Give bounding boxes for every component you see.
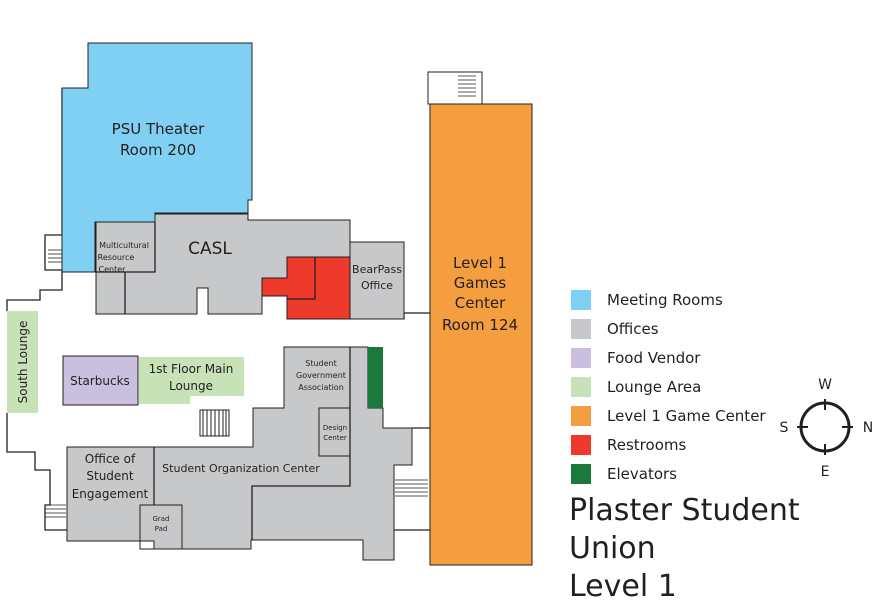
legend-item: Food Vendor	[571, 343, 766, 372]
room-south-lounge[interactable]	[7, 311, 38, 413]
legend-swatch	[571, 347, 591, 368]
label-design: Design	[323, 424, 347, 432]
legend-item: Offices	[571, 314, 766, 343]
label-sga: Student	[305, 359, 337, 368]
room-grad-pad[interactable]	[139, 504, 183, 550]
legend-label: Food Vendor	[607, 348, 701, 367]
room-design-center[interactable]	[318, 407, 351, 457]
exterior-wall	[6, 413, 67, 531]
legend-label: Restrooms	[607, 435, 687, 454]
label-design-2: Center	[323, 434, 347, 442]
label-multicultural-2: Resource	[98, 253, 135, 262]
room-student-organization-center[interactable]	[66, 346, 413, 561]
label-main-lounge: 1st Floor Main	[149, 362, 234, 376]
label-games-3: Center	[455, 294, 506, 312]
label-multicultural-3: Center	[99, 265, 127, 274]
compass-n: N	[863, 420, 873, 436]
label-sga-3: Association	[298, 383, 344, 392]
room-starbucks[interactable]	[62, 355, 139, 406]
stairs-icon	[199, 409, 230, 437]
label-ose-3: Engagement	[72, 487, 149, 501]
exterior-wall	[403, 312, 430, 319]
label-bearpass-office: Office	[361, 279, 393, 292]
compass-e: E	[821, 464, 830, 480]
title-building: Plaster Student Union	[569, 493, 800, 566]
label-ose: Office of	[85, 452, 136, 466]
multicultural-wall	[96, 222, 156, 273]
map-title: Plaster Student Union Level 1	[569, 492, 890, 606]
room-main-lounge[interactable]	[139, 357, 244, 404]
label-south-lounge: South Lounge	[16, 321, 30, 404]
label-multicultural: Multicultural	[99, 241, 149, 250]
label-theater: PSU Theater	[112, 120, 206, 138]
legend-swatch	[571, 434, 591, 455]
elevators[interactable]	[368, 347, 383, 408]
legend-label: Elevators	[607, 464, 677, 483]
stairs-icon	[45, 249, 428, 518]
label-grad: Grad	[152, 515, 169, 523]
legend-item: Elevators	[571, 459, 766, 488]
compass-s: S	[780, 420, 789, 436]
legend-swatch	[571, 318, 591, 339]
label-games-4: Room 124	[442, 316, 518, 334]
room-bearpass-office[interactable]	[349, 241, 405, 320]
legend-swatch	[571, 376, 591, 397]
label-sga-2: Government	[296, 371, 346, 380]
exterior-wall	[6, 88, 63, 311]
legend-swatch	[571, 463, 591, 484]
label-grad-2: Pad	[155, 525, 168, 533]
legend-swatch	[571, 289, 591, 310]
label-main-lounge-2: Lounge	[169, 379, 213, 393]
legend-label: Offices	[607, 319, 659, 338]
label-ose-2: Student	[86, 469, 134, 483]
legend-item: Restrooms	[571, 430, 766, 459]
label-casl: CASL	[188, 239, 232, 259]
title-level: Level 1	[569, 569, 677, 604]
compass-icon: W S N E	[780, 377, 874, 480]
label-theater-room: Room 200	[120, 141, 196, 159]
legend-label: Meeting Rooms	[607, 290, 723, 309]
compass-w: W	[818, 377, 832, 393]
legend-label: Lounge Area	[607, 377, 702, 396]
label-bearpass: BearPass	[352, 263, 402, 276]
legend-item: Lounge Area	[571, 372, 766, 401]
legend: Meeting Rooms Offices Food Vendor Lounge…	[571, 285, 766, 488]
room-games-center[interactable]	[429, 103, 533, 566]
legend-item: Meeting Rooms	[571, 285, 766, 314]
label-games: Level 1	[453, 254, 507, 272]
restroom-divider	[287, 257, 316, 300]
label-soc: Student Organization Center	[162, 462, 320, 475]
legend-item: Level 1 Game Center	[571, 401, 766, 430]
legend-swatch	[571, 405, 591, 426]
label-games-2: Games	[454, 274, 507, 292]
legend-label: Level 1 Game Center	[607, 406, 766, 425]
stairs-icon	[458, 75, 476, 97]
label-starbucks: Starbucks	[70, 374, 130, 388]
